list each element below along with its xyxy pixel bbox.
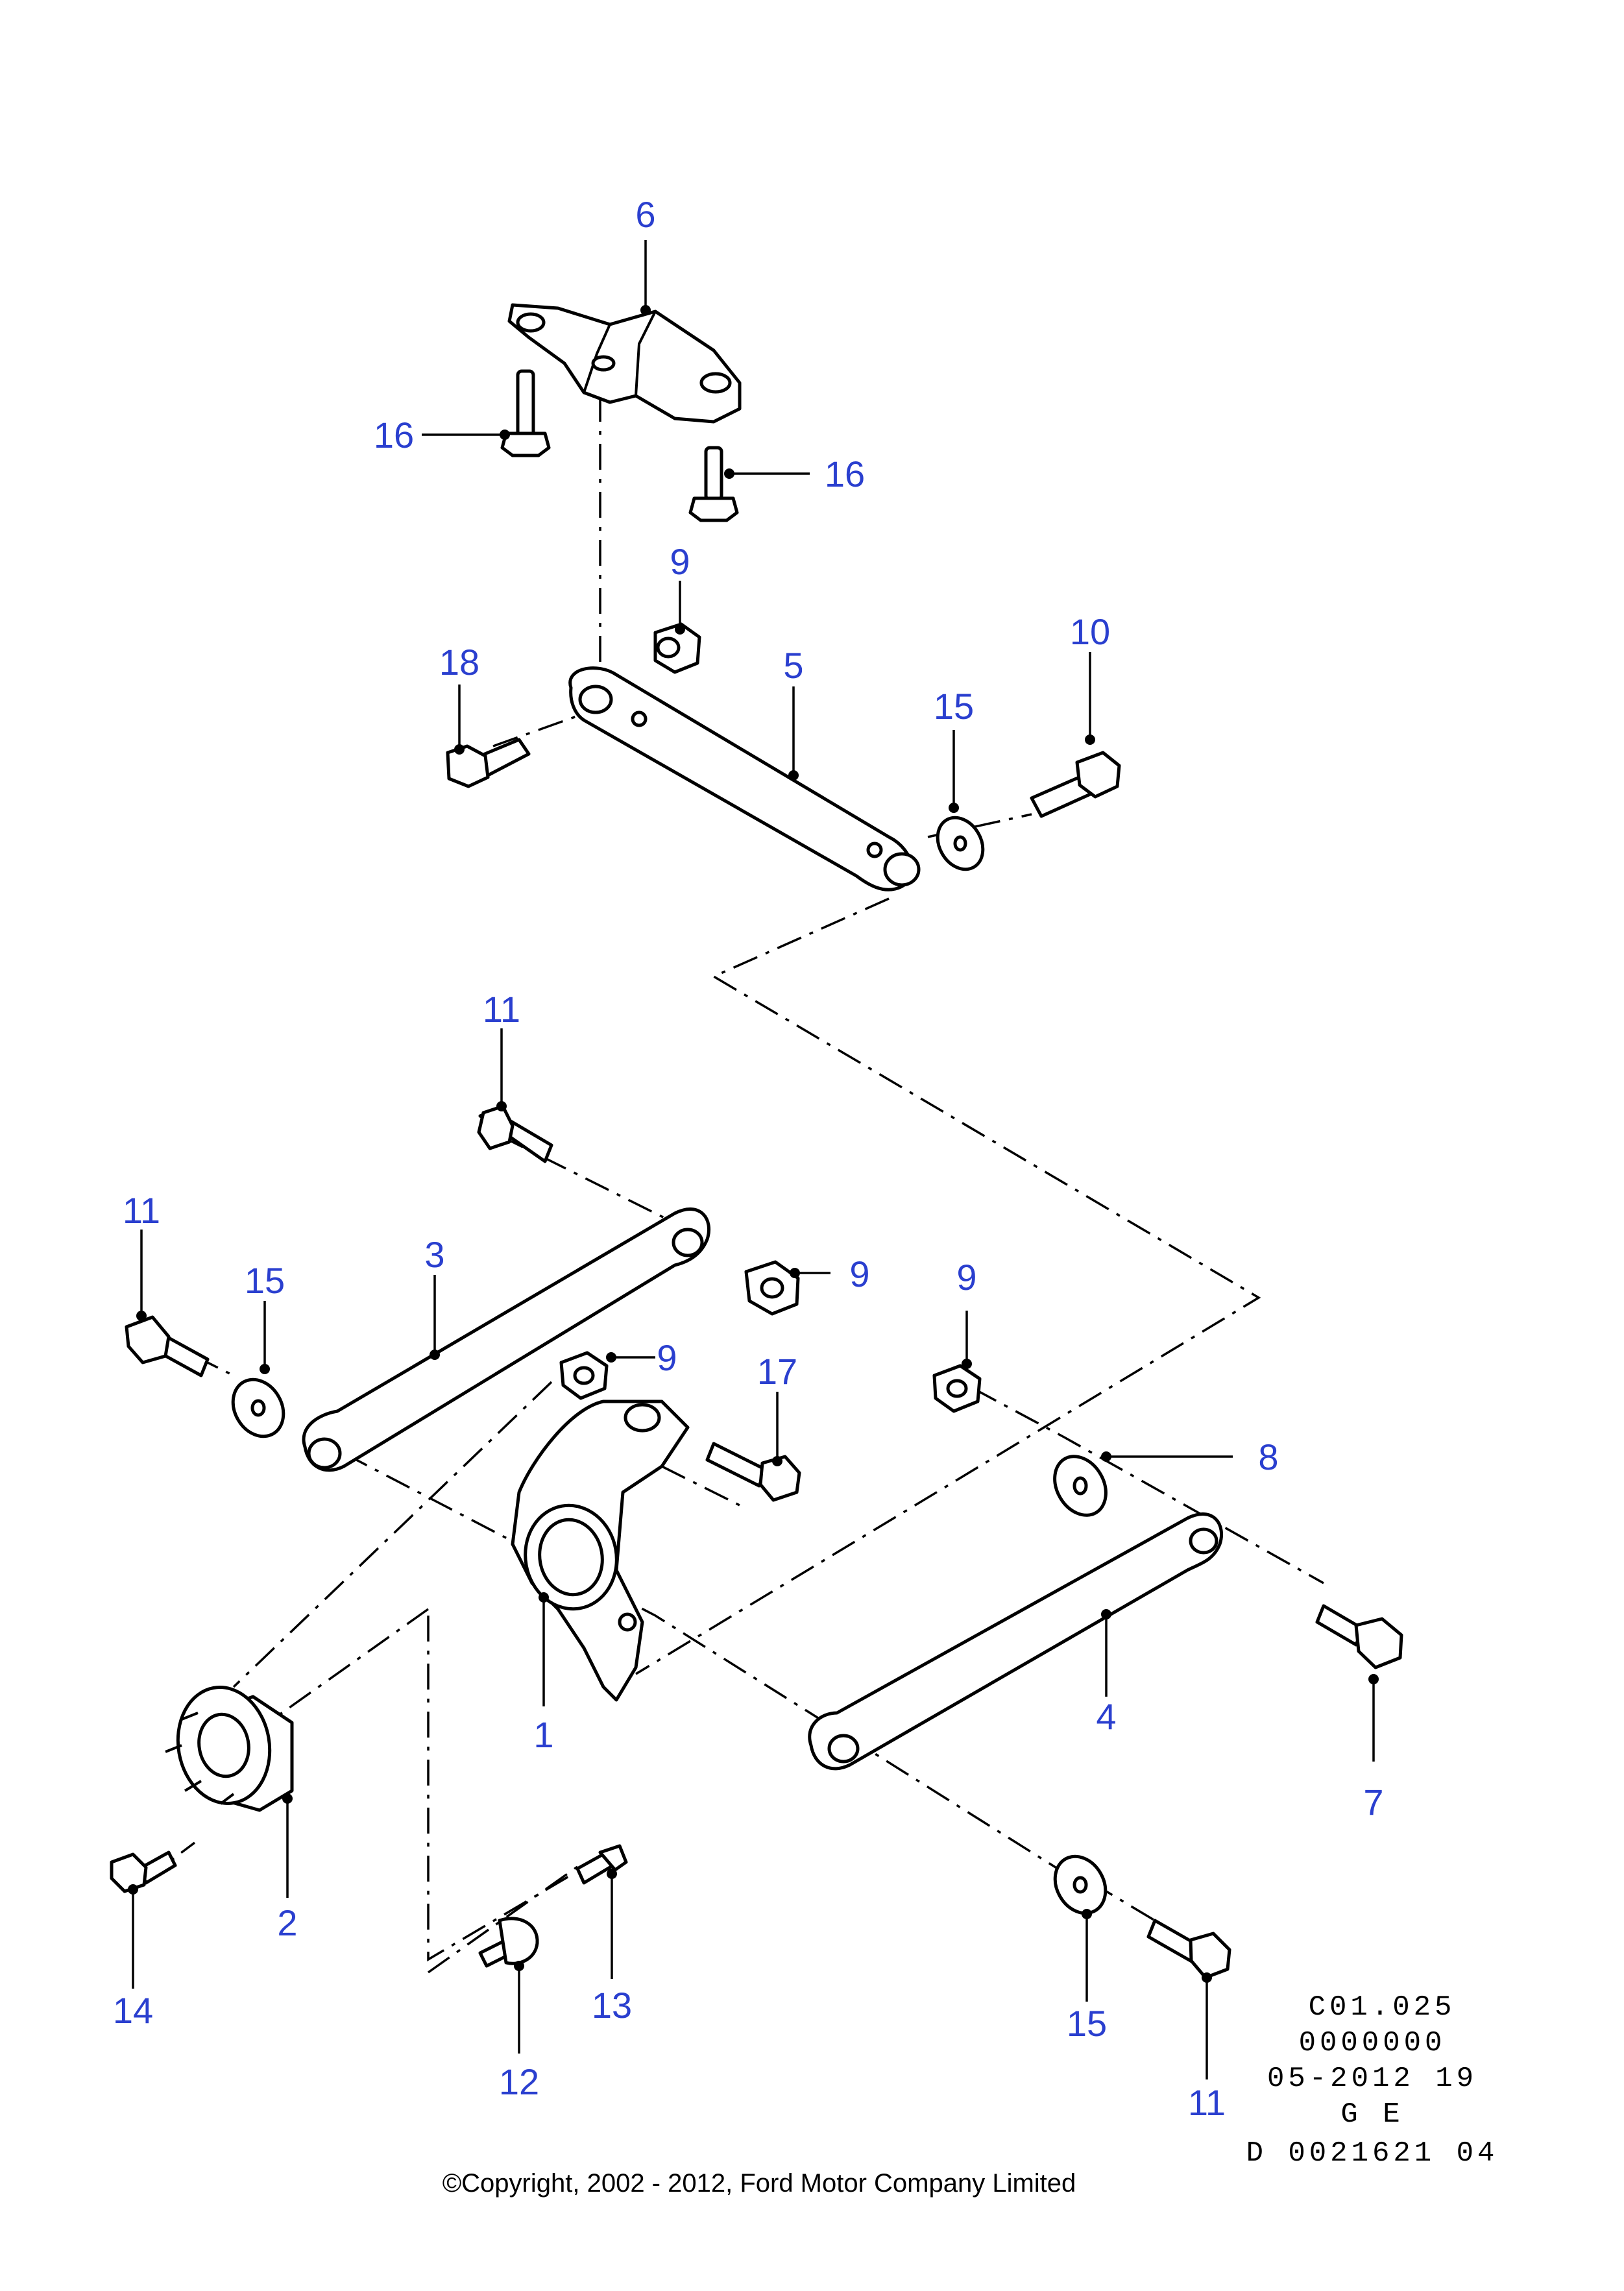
info-line-3: 05-2012 19 bbox=[1267, 2063, 1477, 2095]
part-15-washer-bottom bbox=[1053, 1854, 1108, 1915]
callout-14: 14 bbox=[113, 1990, 153, 2031]
part-9-nut-mid bbox=[744, 1260, 800, 1316]
part-6-bracket bbox=[507, 303, 742, 424]
part-4-control-arm bbox=[808, 1512, 1224, 1771]
part-15-washer-left bbox=[231, 1377, 285, 1438]
part-7-bolt bbox=[1315, 1604, 1403, 1669]
part-14-bolt bbox=[110, 1850, 177, 1893]
info-line-1: C01.025 bbox=[1309, 1991, 1456, 2024]
leader-lines bbox=[128, 240, 1379, 2079]
part-2-wheel-hub bbox=[165, 1686, 294, 1812]
callout-12: 12 bbox=[499, 2061, 539, 2102]
callout-16-right: 16 bbox=[825, 454, 865, 494]
part-11-bolt-mid bbox=[477, 1104, 553, 1163]
part-12-sensor bbox=[478, 1917, 539, 1968]
callout-10: 10 bbox=[1070, 611, 1110, 652]
callout-13: 13 bbox=[592, 1985, 632, 2026]
callout-8: 8 bbox=[1258, 1436, 1278, 1477]
reference-info-block: C01.025 0000000 05-2012 19 G E D 0021621… bbox=[1246, 1991, 1499, 2170]
callout-17: 17 bbox=[757, 1351, 797, 1392]
part-13-bolt bbox=[576, 1844, 628, 1885]
part-9-nut-top bbox=[653, 622, 701, 674]
info-line-2: 0000000 bbox=[1299, 2027, 1446, 2059]
callout-labels: 6 16 16 9 18 5 10 15 11 11 15 3 9 9 17 9… bbox=[113, 194, 1384, 2123]
callout-15-bottom: 15 bbox=[1067, 2003, 1107, 2044]
part-16-stud-right bbox=[688, 446, 739, 522]
part-15-washer-top bbox=[936, 816, 985, 871]
copyright-notice: ©Copyright, 2002 - 2012, Ford Motor Comp… bbox=[442, 2169, 1076, 2198]
callout-9-mid: 9 bbox=[849, 1254, 869, 1294]
callout-11-bottom: 11 bbox=[1188, 2082, 1226, 2123]
part-18-bolt bbox=[446, 738, 531, 788]
part-5-link-arm bbox=[568, 666, 921, 891]
info-line-5: D 0021621 04 bbox=[1246, 2137, 1499, 2170]
callout-16-left: 16 bbox=[374, 415, 414, 455]
alignment-lines bbox=[141, 396, 1324, 1974]
part-1-knuckle bbox=[511, 1400, 690, 1702]
callout-9-right: 9 bbox=[956, 1257, 976, 1298]
callout-5: 5 bbox=[783, 645, 803, 686]
info-line-4: G E bbox=[1340, 2098, 1403, 2131]
callout-15-top: 15 bbox=[934, 686, 974, 727]
part-11-bolt-bottom bbox=[1146, 1919, 1231, 1980]
callout-11-mid: 11 bbox=[483, 989, 520, 1030]
callout-9-knuckle: 9 bbox=[657, 1337, 677, 1378]
part-10-bolt bbox=[1030, 751, 1121, 818]
callout-3: 3 bbox=[424, 1234, 444, 1275]
callout-15-left: 15 bbox=[245, 1260, 285, 1301]
callout-18: 18 bbox=[439, 642, 479, 683]
callout-9-top: 9 bbox=[670, 541, 690, 582]
part-16-stud-left bbox=[500, 369, 551, 457]
part-9-nut-knuckle bbox=[559, 1351, 609, 1400]
callout-1: 1 bbox=[533, 1714, 553, 1755]
callout-2: 2 bbox=[277, 1902, 297, 1943]
part-9-nut-right bbox=[932, 1364, 982, 1413]
part-3-control-arm bbox=[302, 1207, 711, 1472]
part-11-bolt-left bbox=[125, 1315, 210, 1377]
callout-4: 4 bbox=[1096, 1696, 1116, 1737]
part-17-bolt bbox=[705, 1442, 801, 1502]
callout-6: 6 bbox=[635, 194, 655, 235]
part-8-washer bbox=[1053, 1455, 1108, 1517]
callout-7: 7 bbox=[1363, 1782, 1383, 1823]
callout-11-left: 11 bbox=[123, 1190, 160, 1231]
